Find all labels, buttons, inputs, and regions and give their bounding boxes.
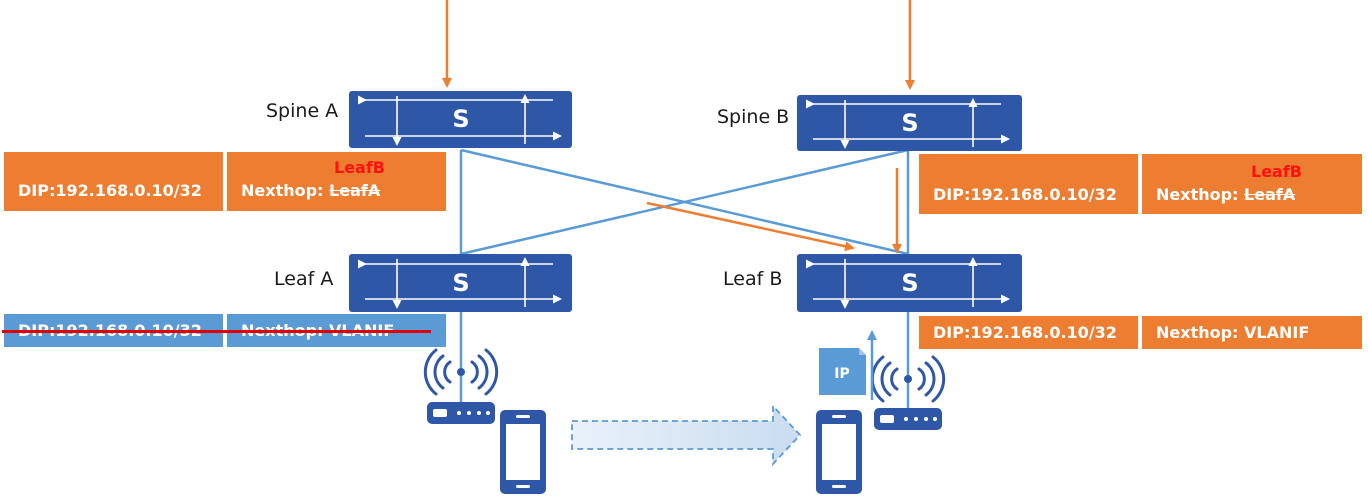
spine-b-nexthop-new: LeafB [1251, 162, 1302, 181]
spine-a-nexthop-old: LeafA [329, 181, 381, 200]
ip-packet-icon: IP [819, 348, 866, 395]
migration-arrow-icon [571, 403, 802, 467]
nexthop-prefix: Nexthop: [241, 181, 330, 200]
mobile-phone-icon-b [816, 410, 862, 494]
switch-glyph: S [452, 269, 469, 297]
spine-a-nexthop-new: LeafB [334, 158, 385, 177]
spine-a-nexthop-cell: Nexthop: LeafA [227, 152, 446, 211]
spine-a-label: Spine A [266, 100, 339, 122]
fabric-links [459, 148, 910, 408]
switch-glyph: S [901, 109, 918, 137]
mobile-phone-icon-a [500, 410, 546, 494]
spine-b-nexthop-cell: Nexthop: LeafA [1142, 154, 1362, 214]
spine-a-dip-cell: DIP:192.168.0.10/32 [4, 152, 223, 211]
leaf-a-route-strikethrough [2, 330, 431, 333]
spine-a-dip: DIP:192.168.0.10/32 [18, 181, 202, 200]
nexthop-prefix: Nexthop: [1156, 185, 1245, 204]
spine-b-nexthop-old: LeafA [1244, 185, 1296, 204]
traffic-arrow-reroute [646, 201, 855, 252]
leaf-b-dip: DIP:192.168.0.10/32 [933, 323, 1117, 342]
ip-packet-label: IP [834, 366, 849, 382]
leaf-b-dip-cell: DIP:192.168.0.10/32 [919, 316, 1138, 349]
leaf-b-nexthop: Nexthop: VLANIF [1156, 323, 1310, 342]
leaf-a-label: Leaf A [274, 268, 334, 290]
leaf-b-label: Leaf B [723, 268, 783, 290]
spine-b-nexthop: Nexthop: LeafA [1156, 185, 1295, 204]
spine-b-label: Spine B [717, 106, 790, 128]
wireless-ap-icon-a [423, 348, 499, 424]
wireless-ap-icon-b [870, 355, 946, 430]
switch-icon-leaf-b: S [797, 254, 1022, 312]
switch-glyph: S [901, 269, 918, 297]
switch-icon-spine-b: S [797, 95, 1022, 151]
switch-icon-spine-a: S [349, 91, 572, 148]
spine-b-dip-cell: DIP:192.168.0.10/32 [919, 154, 1138, 214]
switch-icon-leaf-a: S [349, 254, 572, 312]
spine-a-nexthop: Nexthop: LeafA [241, 181, 380, 200]
traffic-arrows [442, 0, 915, 254]
leaf-b-nexthop-cell: Nexthop: VLANIF [1142, 316, 1362, 349]
switch-glyph: S [452, 105, 469, 133]
spine-b-dip: DIP:192.168.0.10/32 [933, 185, 1117, 204]
